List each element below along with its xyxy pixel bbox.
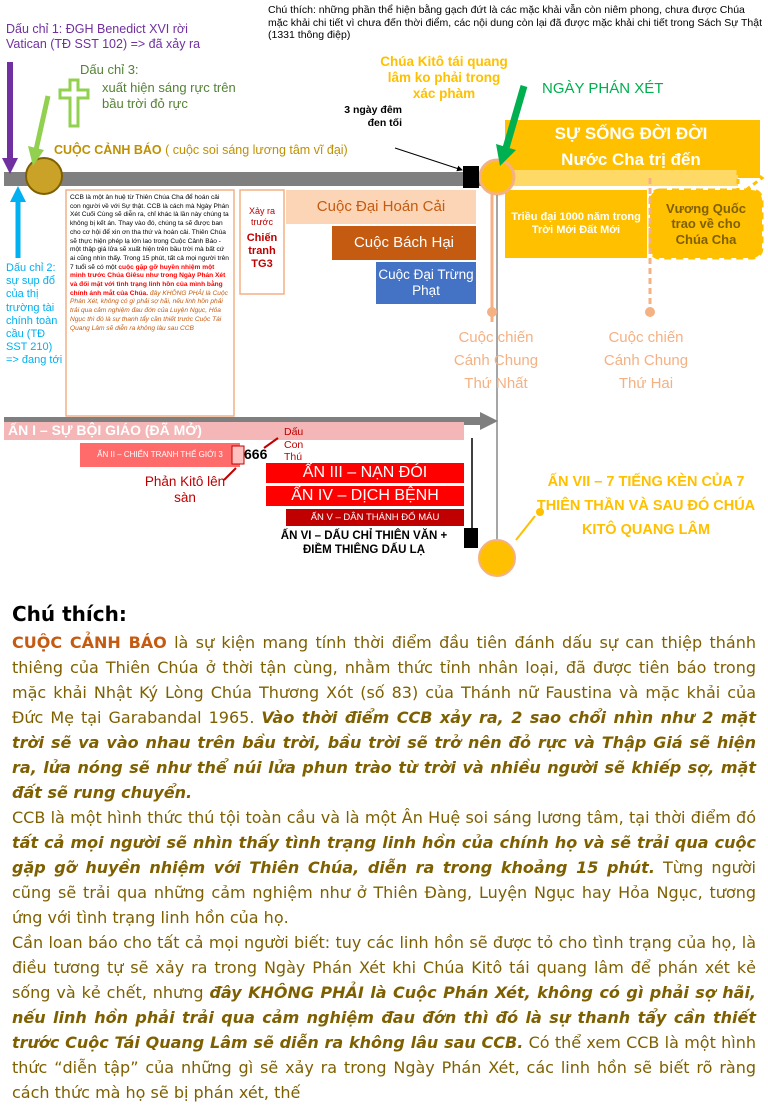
sign1-arrow-head xyxy=(2,158,18,174)
warning-main-text: CUỘC CẢNH BÁO xyxy=(54,143,162,157)
notes-heading: Chú thích: xyxy=(12,602,127,626)
second-coming-arrow-line xyxy=(502,85,528,149)
header-note: Chú thích: những phần thể hiện bằng gạch… xyxy=(268,4,762,42)
second-coming-label: Chúa Kitô tái quang lâm ko phải trong xá… xyxy=(380,54,508,102)
war-info-box-outline xyxy=(239,189,285,295)
notes-p2-text: CCB là một hình thức thú tội toàn cầu và… xyxy=(12,808,756,827)
ccb-info-box: CCB là một ân huệ từ Thiên Chúa Cha để h… xyxy=(70,194,230,333)
mark-number: 666 xyxy=(244,446,268,462)
persecution-box: Cuộc Bách Hại xyxy=(332,226,476,260)
notes-p3-text: Cần loan báo cho tất cả mọi người biết: … xyxy=(12,933,756,1002)
three-days-label: 3 ngày đêm đen tối xyxy=(344,104,402,129)
seal6-label: ẤN VI – DẤU CHỈ THIÊN VĂN + ĐIỀM THIÊNG … xyxy=(280,530,448,556)
seal7-dot xyxy=(536,508,544,516)
mark-of-beast-box xyxy=(231,445,245,465)
cross-icon xyxy=(58,78,90,128)
eternal-timeline xyxy=(498,170,738,186)
notes-p1-text: là sự kiện mang tính thời điểm đầu tiên … xyxy=(12,633,756,727)
seal7-sun-circle xyxy=(478,539,516,577)
ccb-box-highlight: cuộc gặp gỡ huyền nhiệm một mình trước C… xyxy=(70,263,226,297)
main-timeline xyxy=(4,172,498,186)
notes-p2-emphasis: tất cả mọi người sẽ nhìn thấy tình trạng… xyxy=(12,833,756,877)
sign3-body: xuất hiện sáng rực trên bầu trời đỏ rực xyxy=(102,80,236,111)
eternal-life-title: SỰ SỐNG ĐỜI ĐỜI xyxy=(554,124,708,143)
seal4-bar xyxy=(266,486,464,506)
seal2-label: ẤN II – CHIẾN TRANH THẾ GIỚI 3 xyxy=(97,450,223,460)
millennium-box-shape xyxy=(505,190,647,258)
mark-pointer xyxy=(263,437,279,449)
sign3-title: Dấu chỉ 3: xyxy=(80,62,139,77)
mark-label: Dấu Con Thú xyxy=(284,426,304,464)
three-days-pointer xyxy=(394,147,463,172)
seal7-pointer xyxy=(515,515,536,541)
notes-paragraph-2: CCB là một hình thức thú tội toàn cầu và… xyxy=(12,805,756,930)
sign2-label: Dấu chỉ 2: sự sụp đổ của thị trường tài … xyxy=(6,262,63,367)
warning-sub-text: ( cuộc soi sáng lương tâm vĩ đại) xyxy=(161,143,348,157)
seal5-bar xyxy=(286,509,464,526)
notes-section: Chú thích: CUỘC CẢNH BÁO là sự kiện mang… xyxy=(12,602,756,1105)
notes-paragraph-1: CUỘC CẢNH BÁO là sự kiện mang tính thời … xyxy=(12,630,756,805)
chastisement-box: Cuộc Đại Trừng Phạt xyxy=(376,262,476,304)
great-conversion-box: Cuộc Đại Hoán Cải xyxy=(286,190,476,224)
antichrist-pointer xyxy=(223,467,237,481)
notes-p1-emphasis: Vào thời điểm CCB xảy ra, 2 sao chổi nhì… xyxy=(12,708,756,802)
sign3-arrow-head xyxy=(28,146,44,166)
antichrist-label: Phản Kitô lên sàn xyxy=(144,474,226,506)
war-box-intro: Xảy ra trước xyxy=(248,206,275,227)
ccb-box-intro: CCB là một ân huệ từ Thiên Chúa Cha để h… xyxy=(70,194,229,271)
kingdom-box: Vương Quốc trao về cho Chúa Cha xyxy=(665,200,747,247)
second-coming-arrow-head xyxy=(496,144,516,166)
battle2-dot xyxy=(645,307,655,317)
eternal-life-subtitle: Nước Cha trị đến xyxy=(561,150,701,169)
seal4-label: ẤN IV – DỊCH BỆNH xyxy=(291,487,439,505)
seal1-bar xyxy=(4,422,464,440)
eternal-life-banner xyxy=(505,120,760,178)
notes-p1-term: CUỘC CẢNH BÁO xyxy=(12,633,167,652)
millennium-box: Triều đại 1000 năm trong Trời Mới Đất Mớ… xyxy=(511,210,641,236)
battle2-label: Cuộc chiến Cánh Chung Thứ Hai xyxy=(603,329,689,392)
seal1-label: ẤN I – SỰ BỘI GIÁO (ĐÃ MỞ) xyxy=(8,422,202,438)
sign2-arrow-head xyxy=(10,186,26,202)
three-days-marker xyxy=(463,166,479,188)
seal2-bar xyxy=(80,443,240,467)
eternal-arrow-head xyxy=(736,157,765,199)
seal7-label: ẤN VII – 7 TIẾNG KÈN CỦA 7 THIÊN THẦN VÀ… xyxy=(536,474,756,538)
notes-paragraph-3: Cần loan báo cho tất cả mọi người biết: … xyxy=(12,930,756,1105)
ccb-info-box-outline xyxy=(65,189,235,417)
sign3-arrow-line xyxy=(33,95,51,151)
seal3-bar xyxy=(266,463,464,483)
ccb-box-tail: đây KHÔNG PHẢI là Cuộc Phán Xét, không c… xyxy=(70,289,228,332)
warning-sun-circle xyxy=(25,157,63,195)
seals-timeline-head xyxy=(480,412,498,430)
judgment-day-label: NGÀY PHÁN XÉT xyxy=(542,80,664,97)
seal5-label: ẤN V – DÂN THÁNH ĐỔ MÁU xyxy=(310,511,440,523)
war-box-title: Chiến tranh TG3 xyxy=(246,232,278,271)
sign1-label: Dấu chỉ 1: ĐGH Benedict XVI rời Vatican … xyxy=(6,22,201,51)
seal3-label: ẤN III – NẠN ĐÓI xyxy=(302,464,428,482)
notes-p2-tail: Từng người cũng sẽ trải qua những cảm ng… xyxy=(12,858,756,927)
timeline-diagram xyxy=(2,62,765,577)
warning-label: CUỘC CẢNH BÁO ( cuộc soi sáng lương tâm … xyxy=(54,143,384,158)
seal6-marker xyxy=(464,528,478,548)
seals-timeline xyxy=(4,417,482,425)
judgment-sun-circle xyxy=(478,158,516,196)
battle1-label: Cuộc chiến Cánh Chung Thứ Nhất xyxy=(453,329,539,392)
battle1-dot xyxy=(487,307,497,317)
